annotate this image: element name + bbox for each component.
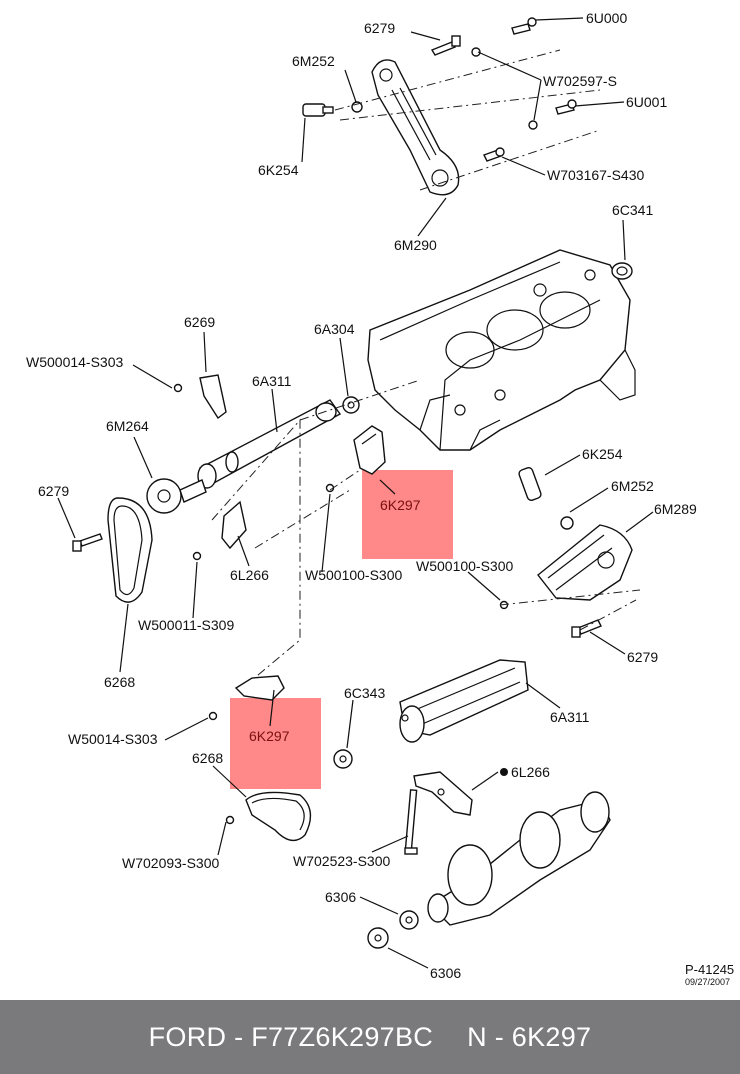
bolt-W500011-S309 (192, 551, 202, 561)
engine-block (367, 249, 636, 451)
bolt-W50014-S303 (208, 711, 218, 721)
label-W500100-S300-right: W500100-S300 (416, 558, 514, 574)
centerlines-middle (211, 379, 641, 691)
label-6L266-left: 6L266 (230, 567, 269, 583)
tensioner-arm-6M290 (371, 59, 460, 196)
sprocket-6A304 (342, 396, 360, 414)
label-6306-top: 6306 (325, 889, 356, 905)
label-6279-right: 6279 (627, 649, 658, 665)
label-6K254-right: 6K254 (582, 446, 623, 462)
label-6268-lower: 6268 (192, 750, 223, 766)
label-W500100-S300-left: W500100-S300 (305, 567, 403, 583)
tensioner-6L266-lower (413, 771, 473, 816)
label-6M290: 6M290 (394, 237, 437, 253)
label-6A304: 6A304 (314, 321, 355, 337)
label-W702093-S300: W702093-S300 (122, 855, 220, 871)
label-6M252-right: 6M252 (611, 478, 654, 494)
chain-guide-6K297-lower (234, 675, 285, 701)
sensor-6K254-top (302, 103, 334, 117)
label-6U000: 6U000 (586, 10, 627, 26)
label-W702597-S: W702597-S (543, 73, 617, 89)
bullet-6L266 (500, 768, 508, 776)
label-6C343: 6C343 (344, 685, 385, 701)
label-W500011-S309: W500011-S309 (138, 617, 234, 633)
label-6M264: 6M264 (106, 418, 149, 434)
bolt-6U001 (555, 99, 577, 115)
label-6K297-upper: 6K297 (380, 497, 421, 513)
bolt-6279-left (72, 533, 103, 552)
footer-reference: N - 6K297 (467, 1021, 592, 1052)
centerlines-upper (334, 49, 601, 191)
cam-plug-6C341 (611, 262, 633, 280)
highlight-box-upper (362, 470, 453, 559)
part-labels: 6279 6U000 6M252 W702597-S 6U001 6K254 W… (26, 10, 697, 981)
label-6279-left: 6279 (38, 483, 69, 499)
crankshaft (427, 791, 611, 926)
label-6A311-right: 6A311 (550, 709, 590, 725)
label-6306-bottom: 6306 (430, 965, 461, 981)
label-6U001: 6U001 (626, 94, 667, 110)
label-6K297-lower: 6K297 (249, 728, 290, 744)
washer-W702597-S-b (528, 120, 538, 130)
drawing-date: 09/27/2007 (685, 977, 730, 987)
camshaft-6A311-right (399, 659, 529, 743)
bolt-6U000 (511, 17, 537, 35)
bolt-6279-right (571, 619, 602, 638)
tensioner-arm-6M289 (537, 524, 633, 601)
exploded-parts-diagram: 6279 6U000 6M252 W702597-S 6U001 6K254 W… (26, 10, 734, 987)
bolt-W500014-S303-top (173, 383, 183, 393)
bolt-W702093-S300 (225, 815, 235, 825)
sprocket-6C343 (333, 749, 353, 769)
timing-chain-6268-lower (245, 791, 312, 842)
guide-6269 (199, 374, 227, 420)
label-W703167-S430: W703167-S430 (547, 167, 645, 183)
drawing-number: P-41245 (685, 962, 734, 977)
washer-W702597-S-a (471, 47, 481, 57)
footer-part-number: FORD - F77Z6K297BC (148, 1021, 434, 1052)
bolt-W702523-S300 (404, 789, 418, 855)
label-6M289: 6M289 (654, 501, 697, 517)
sensor-6K254-right (518, 466, 542, 502)
bolt-W703167-S430 (483, 147, 505, 162)
highlight-box-lower (230, 698, 321, 789)
label-6K254-top: 6K254 (258, 162, 299, 178)
label-6M252-top: 6M252 (292, 53, 335, 69)
washer-6M252-right (560, 516, 574, 530)
label-6268-upper: 6268 (104, 674, 135, 690)
leader-lines (57, 17, 654, 969)
label-W50014-S303: W50014-S303 (68, 731, 158, 747)
sprocket-6M264 (146, 478, 207, 514)
label-W500014-S303: W500014-S303 (26, 354, 124, 370)
chain-guide-6K297-upper (353, 425, 386, 475)
label-W702523-S300: W702523-S300 (293, 853, 391, 869)
label-6279-top: 6279 (364, 20, 395, 36)
footer-bar: FORD - F77Z6K297BC N - 6K297 (0, 1000, 740, 1074)
label-6269: 6269 (184, 314, 215, 330)
tensioner-6L266-left (221, 500, 247, 550)
bolt-6279-top (430, 35, 461, 56)
label-6C341: 6C341 (612, 202, 653, 218)
label-6A311-left: 6A311 (252, 373, 292, 389)
crank-sprockets-6306 (367, 910, 419, 949)
label-6L266-lower: 6L266 (511, 764, 550, 780)
